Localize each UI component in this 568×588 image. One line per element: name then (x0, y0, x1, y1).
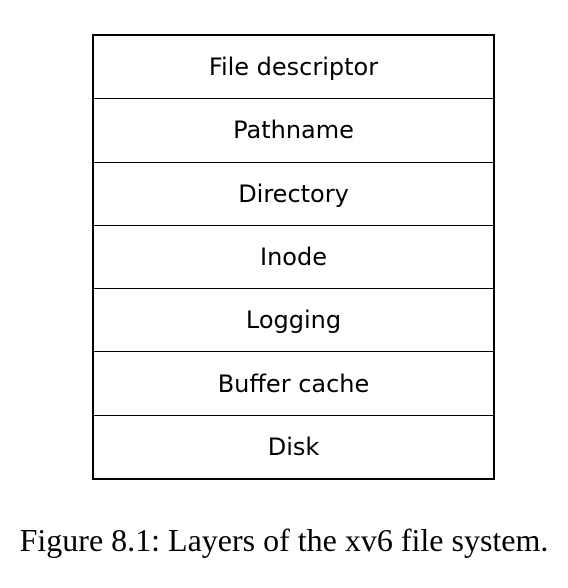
layer-inode: Inode (94, 226, 493, 290)
layer-stack: File descriptor Pathname Directory Inode… (92, 34, 495, 480)
layer-file-descriptor: File descriptor (94, 36, 493, 100)
layer-disk: Disk (267, 432, 320, 461)
layer-pathname: Pathname (94, 99, 493, 163)
figure-caption: Figure 8.1: Layers of the xv6 file syste… (19, 522, 549, 558)
layer-logging: Logging (94, 289, 493, 353)
layer-buffer-cache: Buffer cache (94, 352, 493, 416)
layer-directory: Directory (94, 163, 493, 226)
